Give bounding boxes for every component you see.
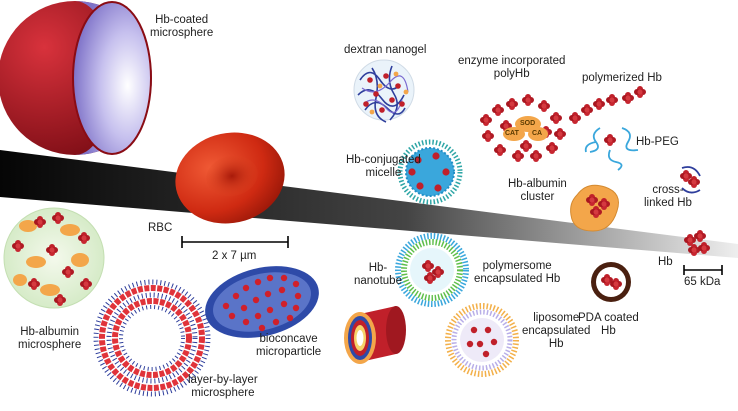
layer-by-layer-microsphere	[93, 279, 211, 397]
label-layer-by-layer: layer-by-layer microsphere	[188, 374, 258, 400]
label-line: Hb-coated	[155, 14, 209, 26]
polymersome-encapsulated-hb	[395, 233, 469, 307]
label-line: PDA coated	[578, 312, 639, 324]
label-line: polyHb	[493, 68, 530, 80]
label-line: Hb-conjugated	[346, 154, 421, 166]
hb-nanotube	[344, 306, 406, 364]
enzyme-polyhb	[480, 94, 566, 162]
hb-conjugated-micelle	[397, 139, 463, 205]
pda-coated-hb	[591, 262, 631, 302]
hb-scale-bar	[683, 265, 723, 275]
label-hb-conjugated-micelle: Hb-conjugated micelle	[346, 154, 421, 180]
label-rbc: RBC	[148, 222, 173, 234]
label-line: Hb-albumin	[508, 178, 567, 190]
label-hb-scale: 65 kDa	[684, 276, 721, 288]
label-line: Hb-	[368, 262, 388, 274]
hb-coated-microsphere	[0, 1, 152, 155]
hb-albumin-cluster	[570, 184, 619, 232]
label-line: microparticle	[256, 346, 322, 358]
label-line: cluster	[520, 191, 555, 203]
hb-peg	[584, 127, 639, 171]
bioconcave-microparticle	[205, 266, 319, 338]
polymerized-hb	[569, 86, 646, 124]
label-dextran-nanogel: dextran nanogel	[344, 44, 427, 56]
label-line: polymersome	[482, 260, 552, 272]
label-polymerized-hb: polymerized Hb	[582, 72, 662, 84]
label-line: encapsulated Hb	[474, 273, 561, 285]
rbc-cell	[175, 132, 285, 224]
label-line: Hb	[601, 325, 616, 337]
label-line: micelle	[365, 167, 402, 179]
label-line: encapsulated	[522, 325, 591, 337]
label-hb-nanotube: Hb- nanotube	[354, 262, 402, 288]
liposome-encapsulated-hb	[445, 303, 519, 377]
label-line: cross-	[652, 184, 684, 196]
label-ca: CA	[532, 130, 543, 137]
label-hb: Hb	[658, 256, 673, 268]
label-line: microsphere	[18, 339, 82, 351]
label-bioconcave: bioconcave microparticle	[256, 333, 321, 359]
dextran-nanogel	[353, 59, 415, 123]
label-enzyme-polyhb: enzyme incorporated polyHb	[458, 55, 565, 81]
label-rbc-scale: 2 x 7 µm	[212, 250, 257, 262]
rbc-scale-bar	[181, 236, 289, 248]
label-line: Hb	[548, 338, 564, 350]
label-cross-linked-hb: cross- linked Hb	[644, 184, 692, 210]
hb-albumin-microsphere	[3, 207, 105, 309]
label-hb-albumin-cluster: Hb-albumin cluster	[508, 178, 567, 204]
label-line: microsphere	[191, 387, 255, 399]
label-line: microsphere	[150, 27, 214, 39]
cross-linked-hb	[680, 166, 701, 194]
label-line: layer-by-layer	[188, 374, 258, 386]
label-line: liposome	[533, 312, 580, 324]
label-sod: SOD	[520, 120, 536, 127]
label-line: nanotube	[354, 275, 402, 287]
label-polymersome: polymersome encapsulated Hb	[474, 260, 560, 286]
label-hb-peg: Hb-PEG	[636, 136, 679, 148]
label-line: enzyme incorporated	[458, 55, 566, 67]
label-line: bioconcave	[259, 333, 318, 345]
label-hb-albumin-microsphere: Hb-albumin microsphere	[18, 326, 81, 352]
label-liposome: liposome encapsulated Hb	[522, 312, 590, 351]
label-line: Hb-albumin	[20, 326, 80, 338]
label-cat: CAT	[505, 130, 519, 137]
label-hb-coated-microsphere: Hb-coated microsphere	[150, 14, 213, 40]
label-line: linked Hb	[644, 197, 692, 209]
label-pda-coated-hb: PDA coated Hb	[578, 312, 639, 338]
